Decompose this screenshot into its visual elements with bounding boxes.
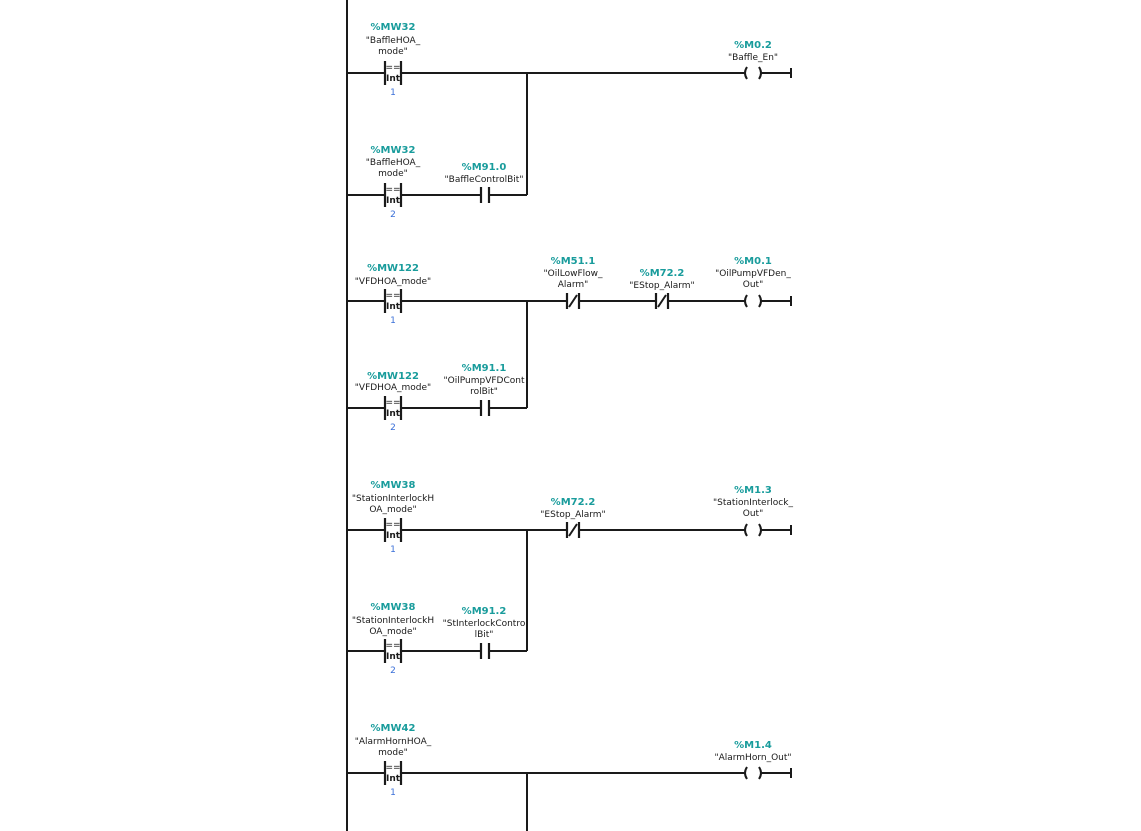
- compare-block[interactable]: %MW32 "BaffleHOA_ mode" == Int 1: [366, 22, 421, 98]
- contact-tag: "EStop_Alarm": [629, 281, 694, 291]
- compare-tag: OA_mode": [369, 505, 416, 515]
- contact-tag: rolBit": [470, 387, 498, 397]
- nc-contact[interactable]: %M72.2 "EStop_Alarm": [540, 497, 606, 538]
- compare-operator: ==: [385, 763, 400, 773]
- rung-baffle-branch: %MW32 "BaffleHOA_ mode" == Int 2 %M91.0 …: [347, 145, 527, 220]
- coil-tag: "Baffle_En": [728, 53, 778, 63]
- coil[interactable]: %M0.1 "OilPumpVFDen_ Out": [715, 256, 791, 308]
- contact-address: %M72.2: [551, 497, 596, 508]
- compare-type: Int: [386, 531, 401, 541]
- compare-address: %MW122: [367, 263, 419, 274]
- nc-contact[interactable]: %M51.1 "OilLowFlow_ Alarm": [544, 256, 603, 309]
- compare-value: 1: [390, 88, 396, 98]
- compare-tag: "AlarmHornHOA_: [355, 737, 432, 747]
- compare-type: Int: [386, 74, 401, 84]
- compare-value: 1: [390, 545, 396, 555]
- contact-address: %M91.2: [462, 606, 507, 617]
- contact-tag: "OilLowFlow_: [544, 269, 603, 279]
- compare-block[interactable]: %MW122 "VFDHOA_mode" == Int 1: [355, 263, 431, 326]
- coil-address: %M1.4: [734, 740, 772, 751]
- compare-value: 1: [390, 316, 396, 326]
- contact-address: %M91.1: [462, 363, 507, 374]
- compare-address: %MW122: [367, 371, 419, 382]
- compare-type: Int: [386, 409, 401, 419]
- compare-operator: ==: [385, 398, 400, 408]
- rung-oilpump: %MW122 "VFDHOA_mode" == Int 1 %M51.1 "Oi…: [347, 256, 792, 408]
- compare-type: Int: [386, 302, 401, 312]
- compare-block[interactable]: %MW32 "BaffleHOA_ mode" == Int 2: [366, 145, 421, 220]
- nc-contact[interactable]: %M72.2 "EStop_Alarm": [629, 268, 695, 309]
- compare-block[interactable]: %MW38 "StationInterlockH OA_mode" == Int…: [352, 602, 434, 676]
- rung-station-interlock-branch: %MW38 "StationInterlockH OA_mode" == Int…: [347, 602, 527, 676]
- compare-address: %MW32: [371, 22, 416, 33]
- coil-tag: Out": [743, 280, 763, 290]
- compare-tag: mode": [378, 748, 408, 758]
- compare-address: %MW42: [371, 723, 416, 734]
- compare-block[interactable]: %MW122 "VFDHOA_mode" == Int 2: [355, 371, 431, 433]
- compare-block[interactable]: %MW38 "StationInterlockH OA_mode" == Int…: [352, 480, 434, 555]
- compare-type: Int: [386, 774, 401, 784]
- compare-value: 1: [390, 788, 396, 798]
- no-contact[interactable]: %M91.0 "BaffleControlBit": [445, 162, 524, 203]
- compare-operator: ==: [385, 185, 400, 195]
- coil-tag: "StationInterlock_: [713, 498, 793, 508]
- compare-tag: OA_mode": [369, 627, 416, 637]
- compare-type: Int: [386, 652, 401, 662]
- compare-operator: ==: [385, 291, 400, 301]
- contact-address: %M51.1: [551, 256, 596, 267]
- contact-tag: Alarm": [558, 280, 589, 290]
- compare-tag: "BaffleHOA_: [366, 36, 421, 46]
- compare-address: %MW32: [371, 145, 416, 156]
- rung-alarm-horn: %MW42 "AlarmHornHOA_ mode" == Int 1 %M1.…: [347, 723, 792, 831]
- coil-address: %M0.1: [734, 256, 772, 267]
- compare-address: %MW38: [371, 480, 416, 491]
- contact-tag: "OilPumpVFDCont: [444, 376, 525, 386]
- contact-tag: lBit": [475, 630, 494, 640]
- coil-tag: "OilPumpVFDen_: [715, 269, 791, 279]
- contact-tag: "StInterlockContro: [443, 619, 526, 629]
- compare-address: %MW38: [371, 602, 416, 613]
- coil-address: %M1.3: [734, 485, 772, 496]
- compare-tag: mode": [378, 169, 408, 179]
- compare-operator: ==: [385, 520, 400, 530]
- compare-block[interactable]: %MW42 "AlarmHornHOA_ mode" == Int 1: [355, 723, 432, 798]
- coil-tag: Out": [743, 509, 763, 519]
- coil[interactable]: %M1.3 "StationInterlock_ Out": [713, 485, 793, 537]
- compare-tag: mode": [378, 47, 408, 57]
- compare-operator: ==: [385, 641, 400, 651]
- compare-value: 2: [390, 666, 396, 676]
- compare-tag: "BaffleHOA_: [366, 158, 421, 168]
- contact-tag: "EStop_Alarm": [540, 510, 605, 520]
- contact-address: %M91.0: [462, 162, 507, 173]
- rung-oilpump-branch: %MW122 "VFDHOA_mode" == Int 2 %M91.1 "Oi…: [347, 363, 527, 433]
- compare-tag: "VFDHOA_mode": [355, 277, 431, 287]
- compare-tag: "VFDHOA_mode": [355, 383, 431, 393]
- coil-tag: "AlarmHorn_Out": [714, 753, 791, 763]
- rung-baffle: %MW32 "BaffleHOA_ mode" == Int 1 %M0.2 "…: [347, 22, 792, 195]
- compare-type: Int: [386, 196, 401, 206]
- compare-tag: "StationInterlockH: [352, 494, 434, 504]
- coil-address: %M0.2: [734, 40, 772, 51]
- contact-tag: "BaffleControlBit": [445, 175, 524, 185]
- compare-value: 2: [390, 210, 396, 220]
- compare-operator: ==: [385, 63, 400, 73]
- compare-tag: "StationInterlockH: [352, 616, 434, 626]
- contact-address: %M72.2: [640, 268, 685, 279]
- rung-station-interlock: %MW38 "StationInterlockH OA_mode" == Int…: [347, 480, 793, 651]
- compare-value: 2: [390, 423, 396, 433]
